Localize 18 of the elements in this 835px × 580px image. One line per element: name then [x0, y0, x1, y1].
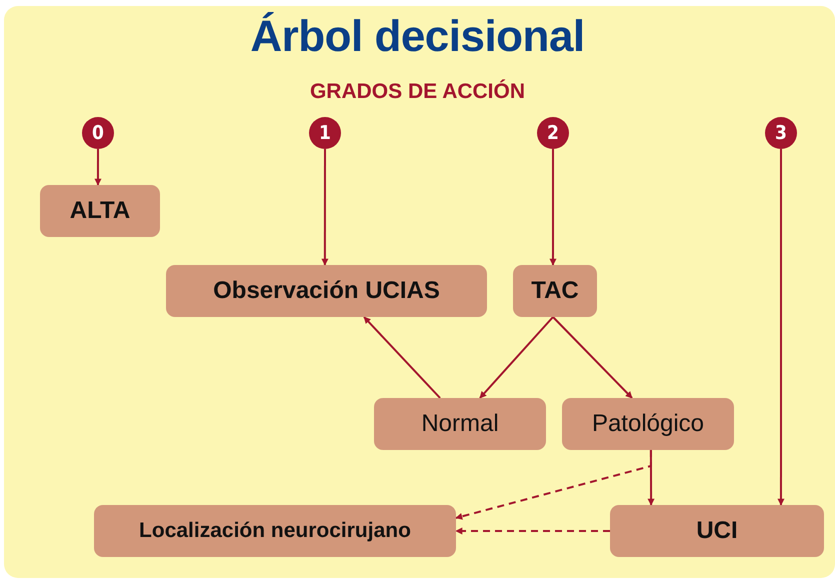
process-box: Normal — [374, 398, 546, 450]
process-box: ALTA — [40, 185, 160, 237]
arrow — [648, 450, 655, 506]
arrow — [94, 149, 102, 186]
arrow — [455, 528, 610, 534]
arrow — [549, 149, 556, 266]
arrow — [552, 316, 633, 399]
process-box: Observación UCIAS — [166, 265, 487, 317]
process-box: UCI — [610, 505, 824, 557]
process-box: Patológico — [562, 398, 734, 450]
arrow — [321, 149, 328, 266]
arrow — [777, 149, 784, 506]
arrow — [363, 316, 441, 399]
subtitle: GRADOS DE ACCIÓN — [308, 80, 526, 104]
arrow — [479, 316, 554, 399]
process-box: Localización neurocirujano — [94, 505, 456, 557]
process-box: TAC — [513, 265, 597, 317]
title: Árbol decisional — [249, 12, 586, 62]
